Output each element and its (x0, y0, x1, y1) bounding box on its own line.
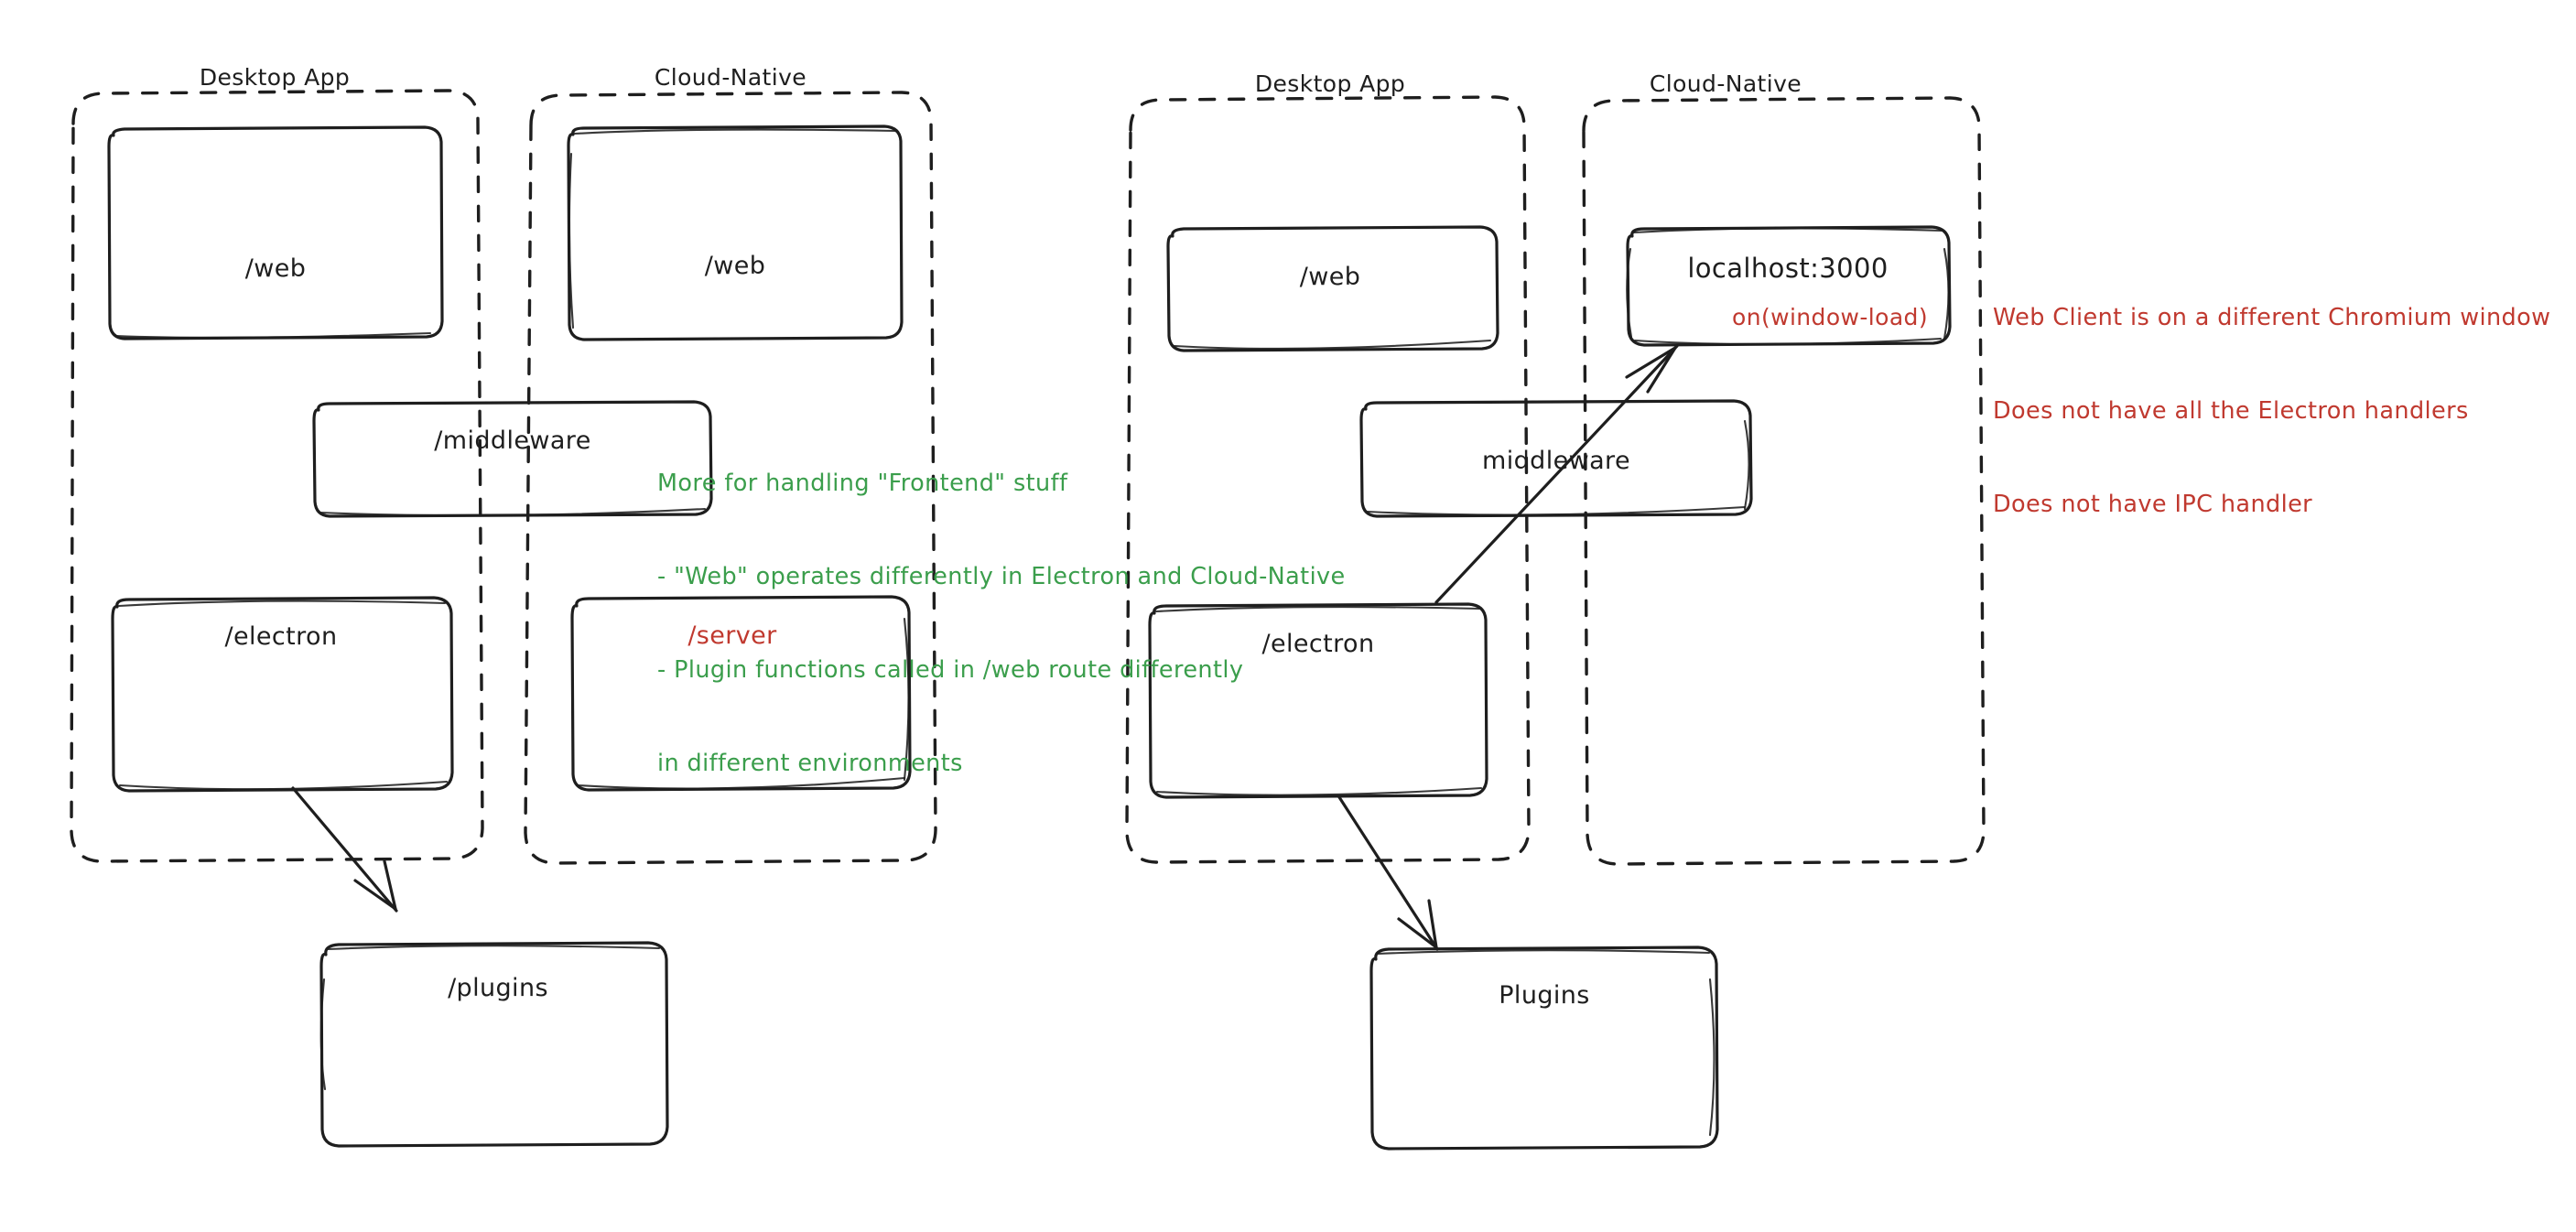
annotation-green-note: More for handling "Frontend" stuff - "We… (657, 405, 1346, 841)
box-label-right-localhost: localhost:3000 (1687, 253, 1889, 284)
box-outline-right-plugins (1369, 946, 1719, 1151)
annotation-green-line-3: - Plugin functions called in /web route … (657, 656, 1244, 684)
annotation-red-line-1: Web Client is on a different Chromium wi… (1993, 304, 2551, 331)
group-label-left-desktop: Desktop App (199, 64, 351, 91)
group-label-left-cloud: Cloud-Native (654, 64, 807, 91)
arrow-right-electron-to-plugins (1337, 795, 1439, 951)
group-label-right-desktop: Desktop App (1254, 70, 1406, 97)
box-outline-right-electron (1148, 602, 1488, 799)
box-outline-left-plugins (319, 941, 669, 1148)
box-label-right-electron: /electron (1261, 630, 1375, 658)
group-label-right-cloud: Cloud-Native (1649, 70, 1802, 97)
arrow-left-electron-to-plugins (291, 786, 398, 913)
box-label-left-cloud-web: /web (704, 252, 766, 280)
box-label-right-plugins: Plugins (1499, 981, 1590, 1010)
box-outline-right-middleware (1359, 399, 1753, 518)
box-label-left-plugins: /plugins (448, 974, 548, 1002)
group-outline-right-desktop (1125, 95, 1531, 864)
box-label-left-electron: /electron (224, 622, 338, 651)
group-outline-right-cloud (1582, 96, 1986, 866)
box-label-left-server: /server (687, 621, 777, 650)
annotation-red-line-3: Does not have IPC handler (1993, 491, 2313, 518)
annotation-red-note: Web Client is on a different Chromium wi… (1993, 240, 2550, 582)
box-label-left-middleware: /middleware (434, 427, 591, 455)
box-label-right-middleware: middleware (1482, 447, 1630, 475)
box-label-left-web: /web (244, 254, 307, 283)
box-outline-right-localhost (1626, 225, 1952, 347)
box-label-right-web: /web (1299, 263, 1361, 291)
box-outline-left-cloud-web (567, 124, 904, 341)
box-outline-left-web (107, 125, 444, 340)
annotation-green-line-2: - "Web" operates differently in Electron… (657, 563, 1346, 590)
group-outline-left-desktop (70, 89, 484, 863)
annotation-red-line-2: Does not have all the Electron handlers (1993, 397, 2469, 425)
group-outline-left-cloud (524, 91, 937, 865)
arrow-right-electron-to-localhost (1434, 344, 1679, 604)
annotation-green-line-4: in different environments (657, 750, 963, 777)
box-sublabel-right-localhost-on-window-load: on(window-load) (1732, 304, 1928, 330)
box-outline-right-web (1166, 225, 1499, 352)
annotation-green-line-1: More for handling "Frontend" stuff (657, 470, 1068, 497)
box-outline-left-server (570, 595, 912, 792)
box-outline-left-middleware (312, 400, 713, 518)
box-outline-left-electron (111, 596, 454, 793)
